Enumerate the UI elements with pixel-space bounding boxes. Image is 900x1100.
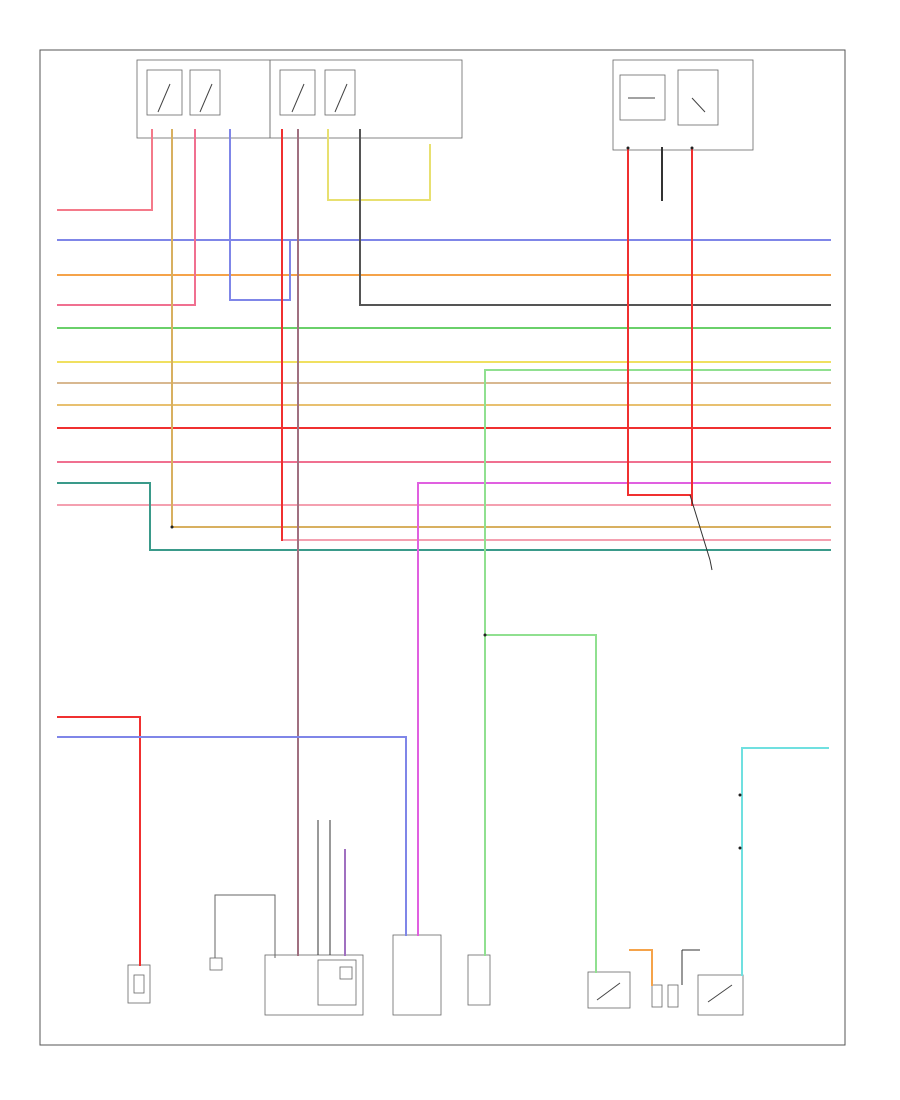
top-left-relay-module [136,59,463,139]
bottom-right-switch-2 [697,974,744,1016]
bottom-center-module [264,954,364,1016]
bottom-right-ground-pair [651,984,679,1008]
vertical-wires-left [151,129,431,956]
top-right-control-module [612,59,754,151]
vertical-wires-bottom [57,369,829,986]
wire-teal-left [57,482,151,551]
bottom-sensor-connector [392,934,442,1016]
wire-bus [57,209,831,551]
diagram-frame [39,49,846,1046]
bottom-right-switch-1 [587,971,631,1009]
bottom-ground-connector [209,894,276,971]
connection-nodes [170,146,742,850]
vertical-wires-right [627,147,713,571]
bottom-component-left-connector [127,964,151,1004]
bottom-switch-connector [467,954,491,1006]
